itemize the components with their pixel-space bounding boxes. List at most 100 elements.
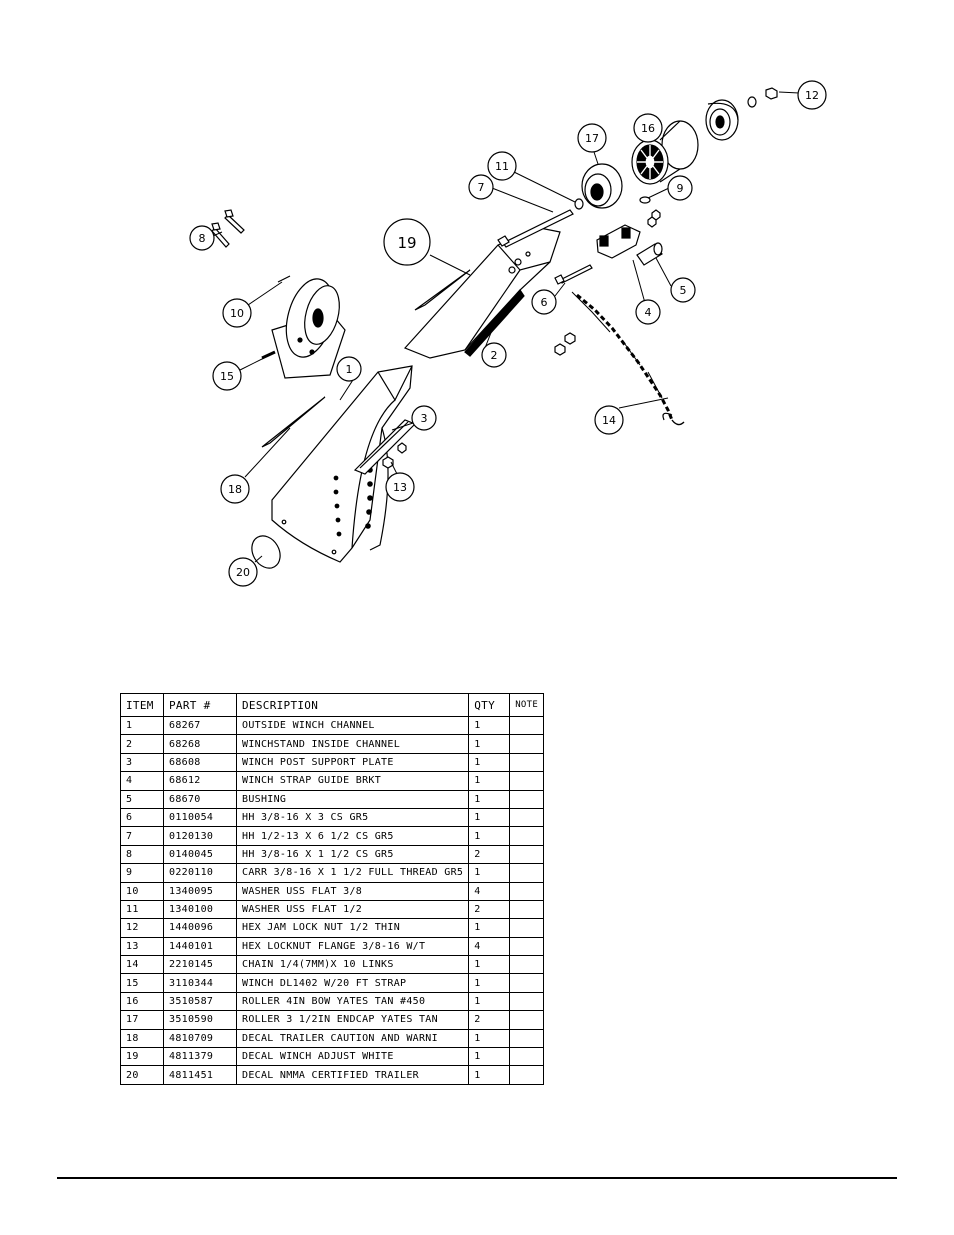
cell-description: HH 3/8-16 X 3 CS GR5: [235, 807, 470, 828]
callout-label: 10: [230, 307, 244, 320]
cell-description: HEX JAM LOCK NUT 1/2 THIN: [235, 918, 470, 938]
cell-part-number: 0140045: [163, 844, 237, 865]
callout-label: 16: [641, 122, 655, 135]
cell-note: [509, 752, 545, 773]
callout-label: 4: [645, 306, 652, 319]
carriage-bolt-part: [639, 196, 661, 228]
cell-note: [509, 863, 545, 883]
callout-label: 17: [585, 132, 599, 145]
header-item: ITEM: [120, 693, 164, 717]
callout-label: 8: [199, 232, 206, 245]
cell-description: WASHER USS FLAT 1/2: [235, 899, 470, 920]
cell-note: [509, 973, 545, 993]
cell-qty: 2: [468, 1010, 511, 1030]
cell-qty: 1: [468, 771, 511, 791]
callout-19: 19: [383, 218, 431, 266]
cell-qty: 2: [468, 899, 511, 920]
hex-bolt-short-part: [211, 209, 245, 248]
cell-description: WINCH DL1402 W/20 FT STRAP: [235, 973, 470, 993]
cell-part-number: 3510590: [163, 1010, 237, 1030]
cell-qty: 4: [468, 936, 511, 957]
cell-part-number: 68612: [163, 771, 237, 791]
cell-note: [509, 1047, 545, 1067]
cell-item: 11: [120, 899, 164, 920]
cell-item: 15: [120, 973, 164, 993]
cell-note: [509, 734, 545, 754]
callout-label: 3: [421, 412, 428, 425]
cell-qty: 1: [468, 991, 511, 1012]
cell-note: [509, 899, 545, 920]
cell-note: [509, 936, 545, 957]
cell-item: 4: [120, 771, 164, 791]
header-note: NOTE: [509, 693, 545, 717]
cell-qty: 1: [468, 789, 511, 809]
flat-washer-part: [574, 198, 584, 210]
callout-label: 9: [677, 182, 684, 195]
cell-qty: 1: [468, 918, 511, 938]
callout-3: 3: [411, 405, 437, 431]
callout-8: 8: [189, 225, 215, 251]
cell-qty: 1: [468, 734, 511, 754]
cell-item: 9: [120, 863, 164, 883]
decal-caution-part: [261, 396, 326, 448]
cell-note: [509, 715, 545, 736]
cell-description: WINCH STRAP GUIDE BRKT: [235, 771, 470, 791]
callout-14: 14: [594, 405, 624, 435]
callout-7: 7: [468, 174, 494, 200]
callout-label: 11: [495, 160, 509, 173]
callout-2: 2: [481, 342, 507, 368]
cell-note: [509, 1010, 545, 1030]
cell-item: 8: [120, 844, 164, 865]
cell-qty: 1: [468, 715, 511, 736]
cell-part-number: 4811451: [163, 1065, 237, 1085]
cell-item: 5: [120, 789, 164, 809]
cell-description: WINCH POST SUPPORT PLATE: [235, 752, 470, 773]
cell-description: HH 1/2-13 X 6 1/2 CS GR5: [235, 826, 470, 846]
cell-part-number: 68608: [163, 752, 237, 773]
hex-locknut-part: [382, 442, 407, 469]
cell-note: [509, 955, 545, 975]
callout-10: 10: [222, 298, 252, 328]
winch-part: [261, 278, 346, 379]
cell-part-number: 1440096: [163, 918, 237, 938]
cell-part-number: 1340095: [163, 881, 237, 901]
cell-item: 20: [120, 1065, 164, 1085]
cell-item: 17: [120, 1010, 164, 1030]
cell-part-number: 4811379: [163, 1047, 237, 1067]
exploded-parts-diagram: 1 2 3 4 5 6 7 8 9 10 11 12 13 14 15 16 1…: [189, 80, 827, 587]
callout-label: 15: [220, 370, 234, 383]
header-qty: QTY: [468, 693, 511, 717]
cell-part-number: 1340100: [163, 899, 237, 920]
cell-item: 13: [120, 936, 164, 957]
callout-13: 13: [385, 472, 415, 502]
locknut-pair-part: [554, 332, 576, 356]
footer-rule: [57, 1177, 897, 1179]
callout-6: 6: [531, 289, 557, 315]
decal-winch-adjust-part: [414, 269, 471, 311]
table-header-row: ITEM PART # DESCRIPTION QTY NOTE: [120, 693, 545, 717]
cell-note: [509, 807, 545, 828]
hex-bolt-long-part: [497, 209, 574, 248]
cell-item: 16: [120, 991, 164, 1012]
cell-qty: 1: [468, 826, 511, 846]
cell-part-number: 0110054: [163, 807, 237, 828]
cell-qty: 1: [468, 955, 511, 975]
callout-18: 18: [220, 474, 250, 504]
cell-qty: 4: [468, 881, 511, 901]
cell-part-number: 0120130: [163, 826, 237, 846]
